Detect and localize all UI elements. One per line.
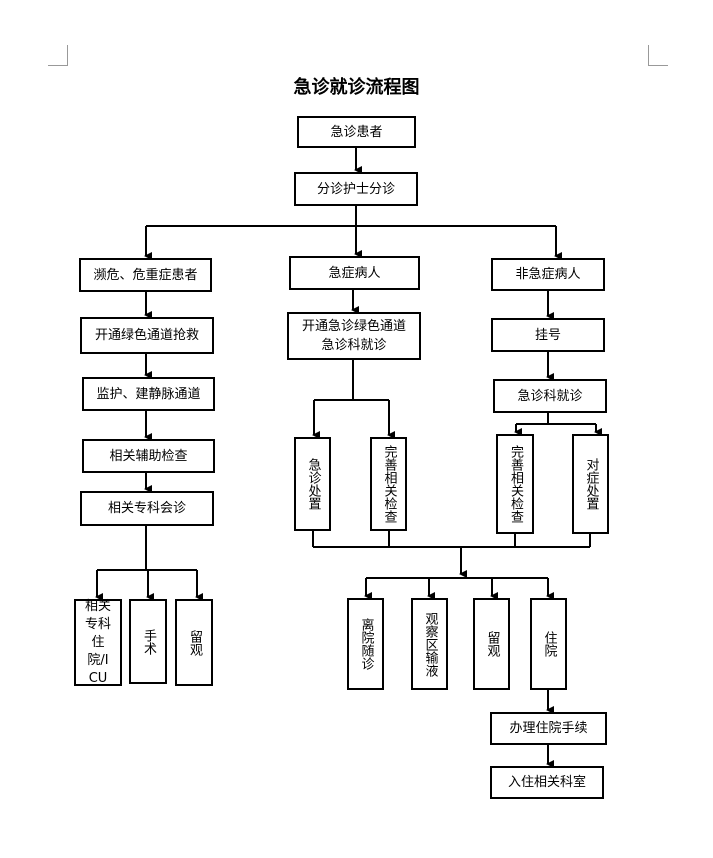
node-hospitalize: 住院 — [530, 598, 567, 690]
node-symptomatic: 对症处置 — [572, 434, 609, 534]
node-acute-exam-label: 完善相关检查 — [381, 445, 397, 523]
node-acute-treat-label: 急诊处置 — [305, 458, 321, 510]
crop-mark-top-left-h — [48, 65, 68, 66]
node-register: 挂号 — [491, 318, 605, 352]
node-nonacute-label: 非急症病人 — [515, 267, 581, 282]
node-nonacute-exam: 完善相关检查 — [496, 434, 534, 534]
node-observe-label: 留观 — [484, 631, 500, 657]
node-critical-surgery: 手术 — [129, 599, 167, 684]
node-critical-aux: 相关辅助检查 — [82, 439, 215, 473]
node-triage-label: 分诊护士分诊 — [316, 181, 395, 197]
node-critical-surgery-label: 手术 — [141, 628, 156, 655]
node-acute-green-label: 开通急诊绿色通道 急诊科就诊 — [301, 319, 406, 353]
node-er-visit: 急诊科就诊 — [493, 379, 607, 413]
crop-mark-top-right-v — [648, 45, 649, 66]
node-observe-infusion-label: 观察区输液 — [422, 611, 438, 677]
node-admission-label: 办理住院手续 — [509, 721, 588, 736]
node-critical-consult-label: 相关专科会诊 — [107, 501, 186, 516]
node-acute-exam: 完善相关检查 — [370, 437, 407, 531]
node-critical-observe: 留观 — [175, 599, 213, 686]
node-acute: 急症病人 — [289, 256, 420, 290]
node-discharge-label: 离院随诊 — [358, 618, 374, 670]
diagram-title: 急诊就诊流程图 — [293, 77, 420, 98]
node-critical-icu-label: 相关专科住院/ICU — [85, 598, 112, 686]
node-critical-icu: 相关专科住院/ICU — [74, 599, 122, 686]
node-acute-treat: 急诊处置 — [294, 437, 331, 531]
node-nonacute: 非急症病人 — [491, 258, 605, 291]
node-acute-label: 急症病人 — [328, 265, 381, 281]
node-symptomatic-label: 对症处置 — [583, 458, 599, 510]
node-acute-green: 开通急诊绿色通道 急诊科就诊 — [287, 312, 421, 360]
node-critical-monitor: 监护、建静脉通道 — [82, 377, 215, 411]
node-admission: 办理住院手续 — [490, 712, 607, 745]
node-observe-infusion: 观察区输液 — [411, 598, 448, 690]
node-critical: 濒危、危重症患者 — [79, 258, 212, 292]
node-register-label: 挂号 — [534, 327, 561, 343]
node-critical-aux-label: 相关辅助检查 — [109, 448, 188, 464]
node-observe: 留观 — [473, 598, 510, 690]
node-ward-label: 入住相关科室 — [507, 775, 586, 790]
node-critical-consult: 相关专科会诊 — [80, 491, 214, 526]
node-critical-monitor-label: 监护、建静脉通道 — [96, 386, 201, 402]
node-critical-green-label: 开通绿色通道抢救 — [94, 328, 199, 343]
node-hospitalize-label: 住院 — [541, 631, 557, 657]
node-nonacute-exam-label: 完善相关检查 — [508, 445, 523, 523]
crop-mark-top-left-v — [67, 45, 68, 66]
node-ward: 入住相关科室 — [490, 766, 604, 799]
node-critical-observe-label: 留观 — [187, 629, 202, 656]
node-er-visit-label: 急诊科就诊 — [517, 388, 583, 404]
node-critical-label: 濒危、危重症患者 — [93, 267, 198, 283]
node-critical-green: 开通绿色通道抢救 — [80, 317, 214, 354]
node-start: 急诊患者 — [297, 116, 416, 148]
node-start-label: 急诊患者 — [330, 124, 383, 140]
crop-mark-top-right-h — [648, 65, 668, 66]
node-discharge: 离院随诊 — [347, 598, 384, 690]
node-triage: 分诊护士分诊 — [294, 172, 418, 206]
